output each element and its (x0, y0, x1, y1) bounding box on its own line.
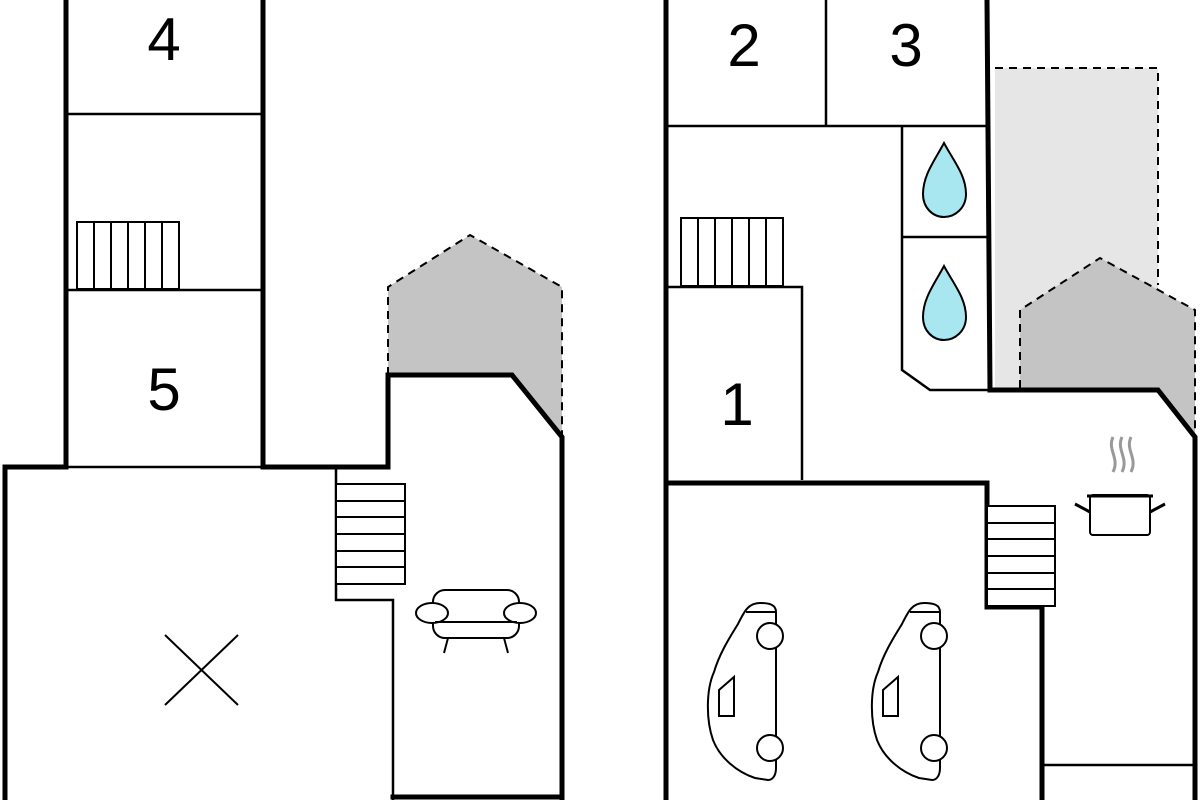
water-drop-icon (921, 263, 968, 342)
shaded-roof-area-left (388, 235, 562, 437)
stairs-icon (986, 505, 1056, 607)
car-icon (870, 601, 948, 782)
stairs-icon (335, 483, 406, 585)
room-label-1: 1 (720, 371, 753, 438)
car-icon (706, 601, 784, 782)
right-floor: 2 3 1 (663, 0, 1198, 800)
room-label-3: 3 (889, 12, 922, 79)
water-drop-icon (921, 140, 968, 219)
cooking-pot-icon (1074, 436, 1166, 536)
stairs-icon (76, 221, 180, 290)
room-label-5: 5 (147, 356, 180, 423)
roof-dashed-outline-left (387, 233, 563, 437)
roof-dashed-outline-right (1019, 256, 1196, 437)
stairs-icon (680, 217, 784, 287)
bathroom-partition (900, 126, 990, 392)
main-outline-left (2, 372, 565, 800)
left-floor: 4 5 (2, 0, 565, 800)
room-label-4: 4 (147, 6, 180, 73)
cross-mark (164, 634, 239, 706)
shaded-roof-area-right (1020, 258, 1195, 437)
right-outline-wall (987, 387, 1198, 800)
room-label-2: 2 (727, 12, 760, 79)
sofa-icon (415, 589, 537, 654)
wall-right-of-room-3 (984, 0, 993, 393)
